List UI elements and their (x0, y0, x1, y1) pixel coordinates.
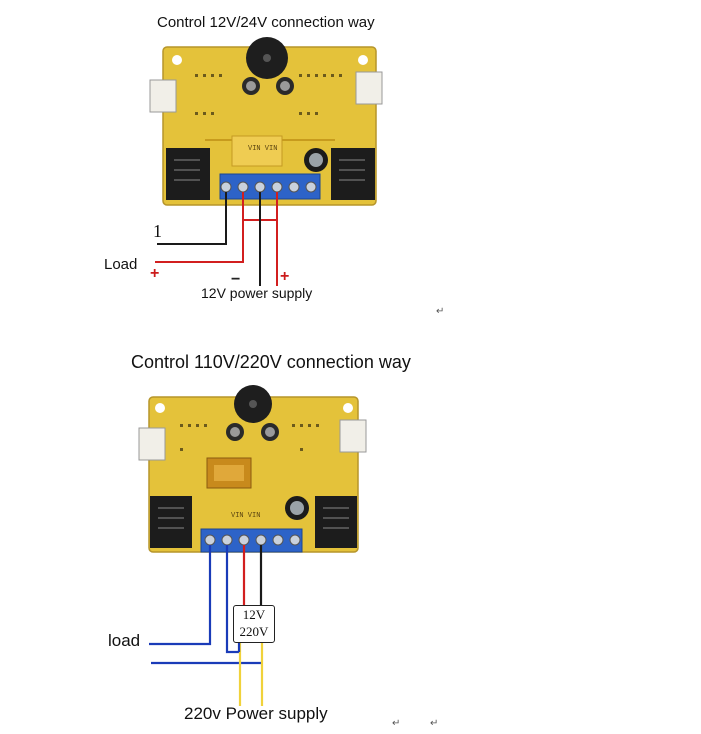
bottom-controller-board (138, 385, 367, 553)
terminal-block-top (219, 173, 321, 200)
bottom-wiring (149, 545, 264, 706)
plus-sign-left: + (150, 265, 160, 282)
return-mark-1: ↵ (436, 306, 445, 317)
return-mark-2: ↵ (392, 718, 401, 729)
right-sensor-connector-2 (339, 419, 367, 453)
supply-label-bottom: 220v Power supply (184, 704, 328, 723)
board-silkscreen-top: VIN VIN (248, 145, 278, 153)
relay-left (166, 148, 210, 200)
load-label-bottom: load (108, 631, 141, 650)
relay-right (331, 148, 375, 200)
top-controller-board (149, 37, 383, 206)
wire-load-blue-2 (225, 545, 239, 654)
wire-number-label: 1 (153, 221, 162, 241)
box-line-12v: 12V (242, 607, 266, 622)
left-sensor-connector (149, 79, 177, 113)
title-12v-24v: Control 12V/24V connection way (157, 14, 375, 31)
right-sensor-connector (355, 71, 383, 105)
left-sensor-connector-2 (138, 427, 166, 461)
top-wiring (155, 192, 278, 286)
plus-sign-right: + (280, 268, 290, 285)
board-silkscreen-bottom: VIN VIN (231, 512, 261, 520)
box-line-220v: 220V (239, 624, 269, 639)
voltage-converter-box: 12V 220V (233, 605, 275, 643)
wire-load-black (157, 192, 227, 245)
relay-right-2 (315, 496, 357, 548)
terminal-block-bottom (200, 528, 303, 553)
return-mark-3: ↵ (430, 718, 439, 729)
relay-left-2 (150, 496, 192, 548)
wire-load-red (155, 192, 244, 263)
supply-label-top: 12V power supply (201, 285, 313, 301)
load-label-top: Load (104, 256, 138, 273)
title-110v-220v: Control 110V/220V connection way (131, 352, 411, 372)
minus-sign: − (231, 271, 241, 288)
wire-load-blue-1 (149, 545, 212, 646)
